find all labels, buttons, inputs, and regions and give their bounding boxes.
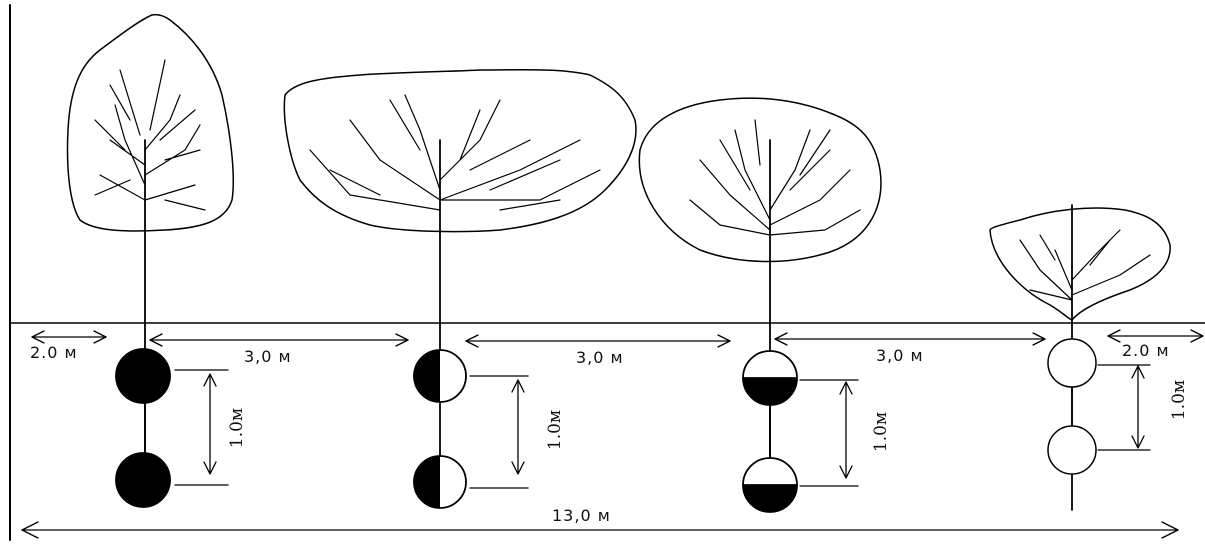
plant-group-3 bbox=[742, 350, 798, 513]
tree-4-branches bbox=[1019, 229, 1151, 301]
tree-2 bbox=[283, 68, 637, 499]
plant-group-2 bbox=[413, 349, 467, 509]
row-spacing-markers bbox=[174, 364, 1151, 489]
label-row-spacing-4: 1.0м bbox=[1169, 380, 1189, 420]
tree-1 bbox=[66, 13, 234, 499]
tree-3-branches bbox=[689, 119, 861, 236]
label-right-margin: 2.0 м bbox=[1122, 341, 1170, 360]
tree-1-branches bbox=[94, 59, 206, 211]
tree-4-crown bbox=[989, 207, 1171, 321]
tree-2-branches bbox=[309, 94, 601, 211]
dimension-arrows bbox=[21, 329, 1204, 539]
tree-1-crown bbox=[66, 13, 234, 232]
plant-full-circle-top bbox=[115, 348, 171, 404]
label-row-spacing-2: 1.0м bbox=[545, 410, 565, 450]
plant-empty-circle-bottom bbox=[1047, 425, 1097, 475]
label-spacing-2: 3,0 м bbox=[576, 348, 624, 367]
tree-3 bbox=[638, 97, 882, 499]
tree-3-crown bbox=[638, 97, 882, 263]
label-row-spacing-1: 1.0м bbox=[227, 408, 247, 448]
label-spacing-1: 3,0 м bbox=[244, 347, 292, 366]
plant-empty-circle-top bbox=[1047, 338, 1097, 388]
label-left-margin: 2.0 м bbox=[30, 343, 78, 362]
label-row-spacing-3: 1.0м bbox=[871, 412, 891, 452]
plant-group-1 bbox=[115, 348, 171, 508]
plant-full-circle-bottom bbox=[115, 452, 171, 508]
tree-2-crown bbox=[283, 68, 637, 233]
plant-group-4 bbox=[1047, 338, 1097, 475]
label-spacing-3: 3,0 м bbox=[876, 346, 924, 365]
label-total-length: 13,0 м bbox=[552, 506, 611, 525]
